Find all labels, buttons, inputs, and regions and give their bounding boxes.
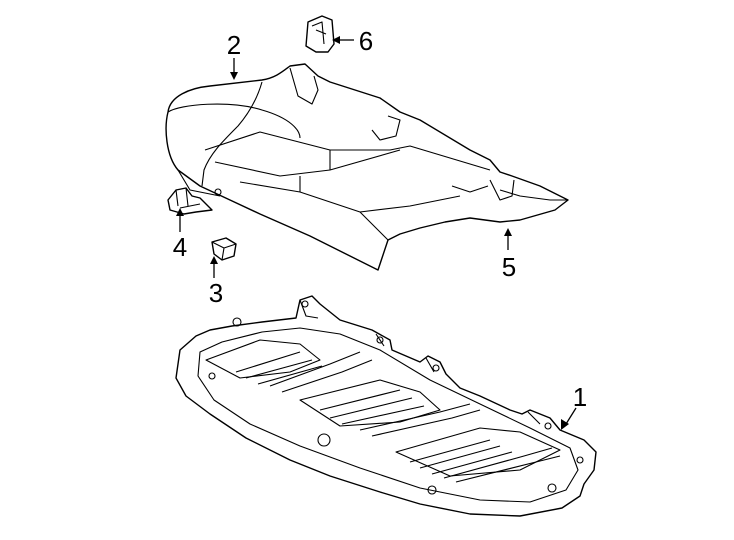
callout-4: 4 (173, 232, 187, 262)
leader-lines (176, 36, 577, 430)
callout-1: 1 (573, 382, 587, 412)
callout-5: 5 (502, 252, 516, 282)
seat-cushion (165, 63, 569, 271)
clip-part-4 (167, 187, 213, 215)
callout-labels: 2 6 4 3 5 1 (173, 26, 587, 412)
bracket-part-6 (305, 15, 335, 53)
retainer-part-3 (211, 237, 237, 261)
seat-frame-part-1 (175, 295, 597, 517)
callout-6: 6 (359, 26, 373, 56)
callout-3: 3 (209, 278, 223, 308)
leader-1 (565, 407, 577, 425)
callout-2: 2 (227, 30, 241, 60)
